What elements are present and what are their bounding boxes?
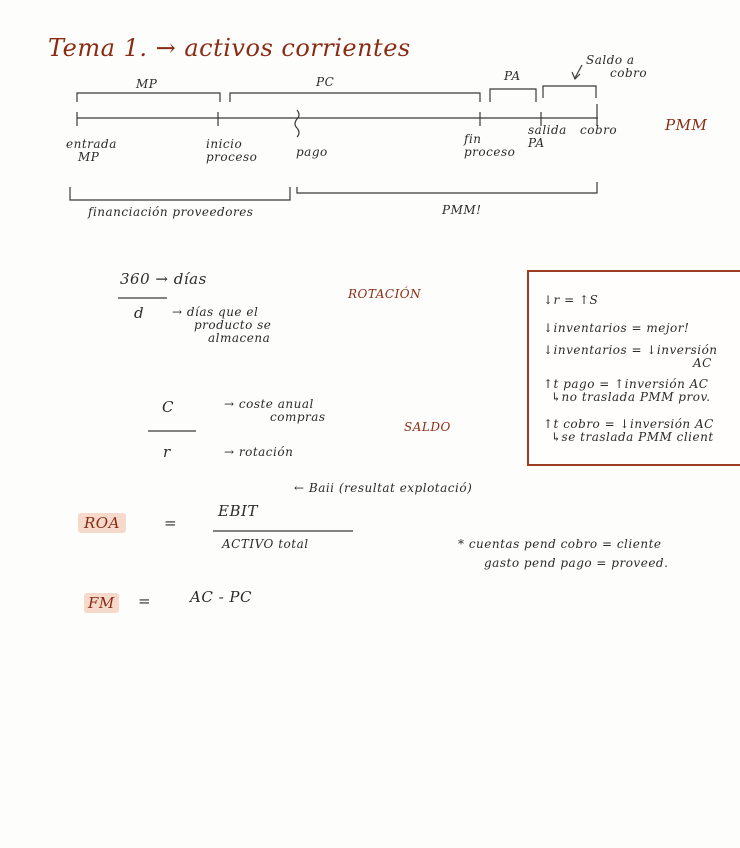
bracket-pa xyxy=(489,88,537,102)
rotation-label: ROTACIÓN xyxy=(348,287,422,301)
cobro-pago-notes: * cuentas pend cobro = cliente gasto pen… xyxy=(458,537,669,570)
box-line-1: ↓r = ↑S xyxy=(543,293,599,307)
page-title: Tema 1. → activos corrientes xyxy=(48,34,411,62)
tick-entrada: entrada MP xyxy=(66,137,117,164)
label-pa: PA xyxy=(504,69,521,83)
title-prefix: Tema xyxy=(48,34,116,62)
roa-denominator: ACTIVO total xyxy=(222,537,309,551)
box-line-3: ↓inventarios = ↓inversión AC xyxy=(543,343,718,370)
bracket-pc xyxy=(229,92,481,102)
label-financiacion: financiación proveedores xyxy=(88,205,254,219)
label-pc: PC xyxy=(316,75,335,89)
saldo-label: SALDO xyxy=(404,420,451,434)
notes-box: ↓r = ↑S ↓inventarios = mejor! ↓inventari… xyxy=(527,270,740,466)
box-line-2: ↓inventarios = mejor! xyxy=(543,321,690,335)
title-arrow: → xyxy=(155,34,177,62)
bracket-mp xyxy=(76,92,221,102)
fm-expression: AC - PC xyxy=(190,588,252,606)
saldo-arrow xyxy=(574,64,583,79)
fm-equals: = xyxy=(138,592,152,610)
label-mp: MP xyxy=(136,77,158,91)
box-line-4: ↑t pago = ↑inversión AC ↳no traslada PMM… xyxy=(543,377,711,404)
saldo-num-note: → coste anual compras xyxy=(224,397,326,424)
rotation-denominator: d xyxy=(134,304,145,322)
saldo-numerator: C xyxy=(162,398,174,416)
tick-fin: fin proceso xyxy=(464,132,516,159)
tick-cobro: cobro xyxy=(580,123,618,137)
roa-numerator: EBIT xyxy=(218,502,258,520)
tick-salida: salida PA xyxy=(528,123,567,150)
label-pmm-right: PMM xyxy=(665,116,708,134)
tick-inicio: inicio proceso xyxy=(206,137,258,164)
roa-label: ROA xyxy=(78,513,126,533)
roa-equals: = xyxy=(164,514,178,532)
label-pmm-bottom: PMM! xyxy=(442,203,482,217)
rotation-note: → días que el producto se almacena xyxy=(172,305,272,345)
saldo-den-note: → rotación xyxy=(224,445,294,459)
bracket-financiacion xyxy=(69,187,291,201)
star-bullet: * xyxy=(458,537,465,551)
title-number: 1. xyxy=(123,34,148,62)
bracket-saldo xyxy=(542,85,597,98)
bracket-pmm xyxy=(296,182,598,194)
box-line-5: ↑t cobro = ↓inversión AC ↳se traslada PM… xyxy=(543,417,714,444)
pago-squiggle xyxy=(294,109,300,138)
label-saldo-cobro: Saldo a cobro xyxy=(586,53,648,80)
rotation-numerator: 360 → días xyxy=(120,270,207,288)
tick-pago: pago xyxy=(296,145,328,159)
title-text: activos corrientes xyxy=(184,34,411,62)
saldo-denominator: r xyxy=(163,443,171,461)
fm-label: FM xyxy=(84,593,119,613)
roa-note: ← Baii (resultat explotació) xyxy=(294,481,473,495)
